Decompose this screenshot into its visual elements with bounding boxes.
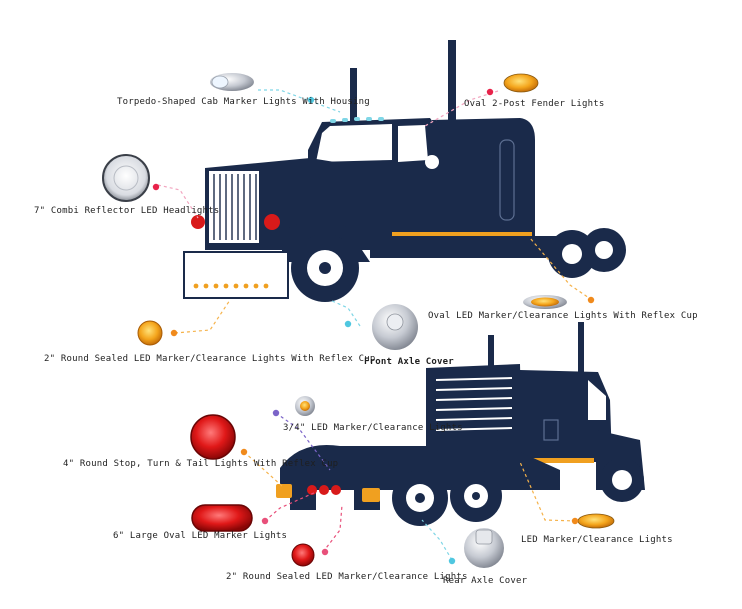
tail-light-2	[319, 485, 329, 495]
sleeper-cab	[432, 118, 535, 240]
front-axle-cover-thumbnail	[372, 304, 418, 350]
side-marker-strip	[518, 458, 594, 463]
sleeper-vents	[435, 377, 513, 431]
label-rear-axle-cover: Rear Axle Cover	[443, 576, 528, 586]
front-bumper	[183, 251, 289, 299]
round-4in-stop-tail-thumbnail	[190, 414, 236, 460]
leader-dots	[152, 88, 595, 565]
right-amber-turn-light	[362, 488, 380, 502]
sleeper-door-outline	[499, 139, 515, 221]
label-led-marker-clearance: LED Marker/Clearance Lights	[521, 535, 673, 545]
front-truck	[183, 40, 626, 302]
frame-marker-strip	[392, 232, 532, 236]
grille-bars	[213, 174, 257, 240]
label-oval-marker-reflex: Oval LED Marker/Clearance Lights With Re…	[428, 311, 698, 321]
rear-cab-window	[588, 380, 606, 420]
label-front-axle-cover: Front Axle Cover	[364, 357, 454, 367]
right-headlight	[264, 214, 280, 230]
left-headlight	[191, 215, 205, 229]
rear-right-stack	[578, 322, 584, 412]
mirror	[425, 155, 439, 169]
rear-axle-cover-thumbnail	[464, 528, 504, 568]
large-oval-led-thumbnail	[191, 504, 253, 532]
three-quarter-led-thumbnail	[295, 396, 315, 416]
grille	[207, 169, 261, 245]
tail-light-3	[331, 485, 341, 495]
label-round-2in-reflex: 2" Round Sealed LED Marker/Clearance Lig…	[44, 354, 376, 364]
label-combi-headlights: 7" Combi Reflector LED Headlights	[34, 206, 220, 216]
label-oval-fender-lights: Oval 2-Post Fender Lights	[464, 99, 605, 109]
cab-marker-lights	[330, 117, 384, 123]
bumper-marker-lights	[193, 283, 269, 289]
label-round-2in-sealed: 2" Round Sealed LED Marker/Clearance Lig…	[226, 572, 468, 582]
round-2in-reflex-thumbnail	[137, 320, 163, 346]
led-marker-clearance-thumbnail	[577, 513, 615, 529]
label-three-quarter-led: 3/4" LED Marker/Clearance Lights	[283, 423, 463, 433]
round-2in-red-thumbnail	[291, 543, 315, 567]
left-amber-turn-light	[276, 484, 292, 498]
rear-truck	[276, 322, 645, 526]
label-torpedo-cab-marker: Torpedo-Shaped Cab Marker Lights With Ho…	[117, 97, 370, 107]
label-large-oval-led: 6" Large Oval LED Marker Lights	[113, 531, 288, 541]
rear-left-stack	[488, 335, 494, 395]
leader-lines	[157, 89, 593, 561]
torpedo-marker-thumbnail	[210, 73, 254, 91]
oval-marker-reflex-thumbnail	[523, 295, 567, 309]
tail-light-1	[307, 485, 317, 495]
combi-headlight-thumbnail	[102, 154, 150, 202]
side-window	[398, 125, 428, 162]
oval-fender-light-thumbnail	[503, 73, 539, 93]
windshield	[316, 124, 392, 162]
label-round-4in-stop-tail: 4" Round Stop, Turn & Tail Lights With R…	[63, 459, 339, 469]
